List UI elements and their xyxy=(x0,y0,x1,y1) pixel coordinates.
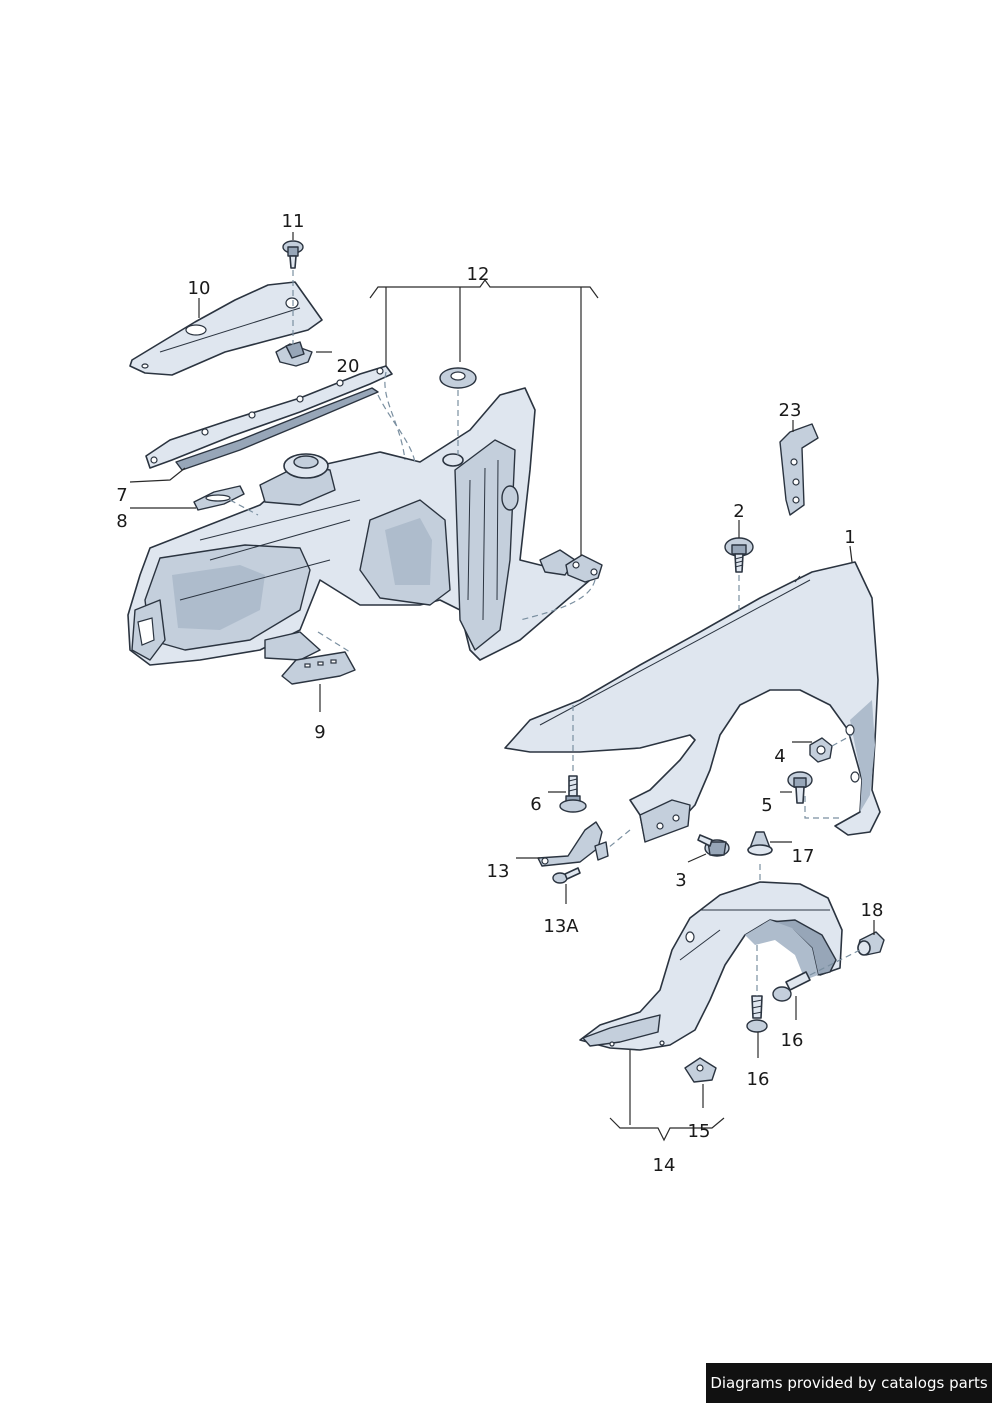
label-14: 14 xyxy=(653,1155,676,1176)
bracket-9 xyxy=(281,651,356,685)
screw-3 xyxy=(697,834,730,857)
label-7: 7 xyxy=(116,485,127,506)
leader-lines xyxy=(129,232,875,1142)
clip-nut-20 xyxy=(275,341,313,367)
wheelhouse-liner-14 xyxy=(579,881,843,1051)
label-13a: 13A xyxy=(543,916,579,937)
label-16-right: 16 xyxy=(781,1030,804,1051)
label-16-lower: 16 xyxy=(747,1069,770,1090)
label-2: 2 xyxy=(733,501,744,522)
cover-panel-10 xyxy=(129,281,323,376)
clip-17 xyxy=(747,831,773,856)
screw-11 xyxy=(282,240,304,269)
label-10: 10 xyxy=(188,278,211,299)
bracket-13 xyxy=(537,821,609,867)
fender-1 xyxy=(504,561,881,843)
screw-5 xyxy=(787,771,813,804)
credit-badge: Diagrams provided by catalogs parts xyxy=(706,1363,992,1403)
label-9: 9 xyxy=(314,722,325,743)
alignment-lines xyxy=(229,270,861,996)
screw-16-angled xyxy=(772,971,811,1002)
fender-bracket-23 xyxy=(779,423,819,516)
label-18: 18 xyxy=(861,900,884,921)
label-3: 3 xyxy=(675,870,686,891)
grommets-12 xyxy=(439,367,603,583)
label-15: 15 xyxy=(688,1121,711,1142)
label-8: 8 xyxy=(116,511,127,532)
label-5: 5 xyxy=(761,795,772,816)
bolt-6 xyxy=(559,775,587,813)
label-20: 20 xyxy=(337,356,360,377)
callout-labels: 11 10 12 20 7 8 9 23 1 2 4 6 5 17 13 3 1… xyxy=(116,211,883,1176)
label-6: 6 xyxy=(530,794,541,815)
screw-13a xyxy=(552,867,581,884)
nut-4 xyxy=(809,737,833,763)
label-4: 4 xyxy=(774,746,785,767)
label-13: 13 xyxy=(487,861,510,882)
seal-strip-7 xyxy=(145,365,393,471)
front-frame-assembly xyxy=(127,387,591,666)
label-12: 12 xyxy=(467,264,490,285)
gasket-8 xyxy=(193,485,245,511)
label-11: 11 xyxy=(282,211,305,232)
clip-18 xyxy=(857,931,885,956)
bolt-2 xyxy=(724,537,754,573)
screw-16-vertical xyxy=(746,995,768,1033)
label-1: 1 xyxy=(844,527,855,548)
label-23: 23 xyxy=(779,400,802,421)
credit-text: Diagrams provided by catalogs parts xyxy=(710,1374,988,1392)
clip-15 xyxy=(684,1057,717,1083)
label-17: 17 xyxy=(792,846,815,867)
